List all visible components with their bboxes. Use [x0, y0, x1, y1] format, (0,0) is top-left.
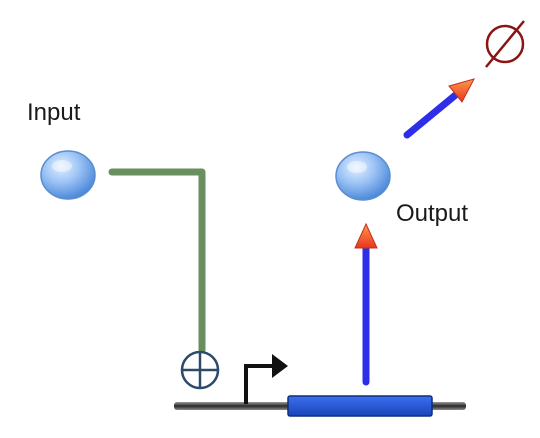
regulation-line	[108, 168, 206, 354]
output-species-icon	[335, 151, 391, 201]
output-label: Output	[396, 200, 468, 227]
circled-plus-icon	[180, 350, 220, 390]
bent-arrow-promoter-icon	[244, 354, 288, 404]
gene-body	[287, 395, 433, 417]
degradation-arrow	[403, 78, 475, 139]
input-label: Input	[27, 99, 81, 126]
production-arrow	[354, 222, 378, 386]
empty-set-icon	[485, 20, 525, 68]
input-species-icon	[40, 150, 96, 200]
